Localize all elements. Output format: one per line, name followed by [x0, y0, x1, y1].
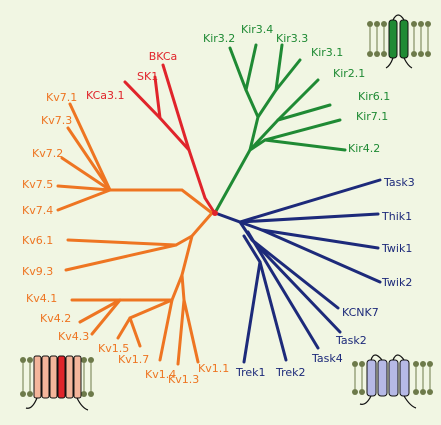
branch — [90, 298, 122, 336]
branch — [56, 184, 112, 192]
leaf-label-kv43: Kv4.3 — [58, 330, 89, 343]
branch — [274, 58, 302, 92]
leaf-label-trek1: Trek1 — [235, 366, 266, 379]
kv-clade — [56, 102, 214, 366]
leaf-label-kir32: Kir3.2 — [203, 32, 235, 45]
branch — [153, 75, 191, 152]
leaf-label-kv74: Kv7.4 — [22, 204, 53, 217]
branch — [238, 220, 380, 250]
leaf-label-kv41: Kv4.1 — [26, 292, 57, 305]
leaf-label-kir21: Kir2.1 — [333, 67, 365, 80]
leaf-label-kir42: Kir4.2 — [348, 142, 380, 155]
leaf-label-bkca: BKCa — [149, 50, 178, 63]
leaf-label-kir71: Kir7.1 — [356, 110, 388, 123]
branch — [250, 238, 342, 334]
branch — [158, 298, 174, 362]
leaf-label-twik2: Twik2 — [381, 276, 412, 289]
branch — [246, 230, 320, 350]
leaf-label-kir33: Kir3.3 — [276, 32, 308, 45]
k2p-labels: Task3 Thik1 Twik1 Twik2 KCNK7 Task2 Task… — [235, 176, 415, 379]
two-transmembrane-channel-icon — [367, 14, 431, 69]
branch — [60, 156, 112, 192]
branch — [66, 211, 214, 247]
leaf-label-kv11: Kv1.1 — [198, 362, 229, 375]
branch — [256, 43, 284, 119]
branch — [214, 46, 260, 213]
leaf-label-kv73: Kv7.3 — [41, 114, 72, 127]
branch — [176, 273, 186, 366]
leaf-label-task2: Task2 — [335, 334, 367, 347]
kir-clade — [214, 43, 347, 213]
branch — [128, 316, 142, 348]
kca-clade — [123, 63, 216, 214]
leaf-label-kv71: Kv7.1 — [46, 91, 77, 104]
branch — [66, 126, 112, 192]
branch — [78, 298, 122, 324]
branch — [161, 63, 216, 214]
leaf-label-kir34: Kir3.4 — [241, 23, 273, 36]
kca-labels: BKCa SK1 KCa3.1 — [86, 50, 177, 102]
branch — [64, 243, 178, 272]
leaf-label-thik1: Thik1 — [381, 210, 412, 223]
leaf-label-kir61: Kir6.1 — [358, 90, 390, 103]
leaf-label-kv72: Kv7.2 — [32, 147, 63, 160]
four-transmembrane-channel-icon — [352, 354, 433, 409]
leaf-label-twik1: Twik1 — [381, 242, 412, 255]
leaf-label-kv13: Kv1.3 — [168, 373, 199, 386]
leaf-label-kv14: Kv1.4 — [145, 368, 176, 381]
leaf-label-task3: Task3 — [383, 176, 415, 189]
leaf-label-task4: Task4 — [311, 352, 343, 365]
leaf-label-kv61: Kv6.1 — [22, 234, 53, 247]
branch — [238, 212, 380, 224]
leaf-label-kir31: Kir3.1 — [311, 46, 343, 59]
branch — [182, 298, 200, 364]
kir-labels: Kir3.2 Kir3.4 Kir3.3 Kir3.1 Kir2.1 Kir6.… — [203, 23, 390, 155]
tree-root — [212, 210, 218, 216]
leaf-label-kcnk7: KCNK7 — [342, 306, 379, 319]
branch — [260, 228, 382, 284]
branch — [263, 138, 347, 152]
leaf-label-kv42: Kv4.2 — [40, 312, 71, 325]
branch — [68, 102, 214, 215]
leaf-label-sk1: SK1 — [137, 70, 158, 83]
branch — [242, 260, 262, 364]
branch — [276, 103, 332, 122]
branch — [244, 43, 258, 92]
k2p-clade — [216, 178, 382, 364]
kv-labels: Kv7.1 Kv7.3 Kv7.2 Kv7.5 Kv7.4 Kv6.1 Kv9.… — [22, 91, 229, 386]
branch — [123, 80, 162, 120]
leaf-label-kca31: KCa3.1 — [86, 89, 125, 102]
leaf-label-kv17: Kv1.7 — [118, 353, 149, 366]
leaf-label-kv93: Kv9.3 — [22, 265, 53, 278]
leaf-label-kv15: Kv1.5 — [98, 342, 129, 355]
six-transmembrane-channel-icon — [20, 355, 94, 411]
branch — [116, 298, 174, 340]
leaf-label-trek2: Trek2 — [275, 366, 306, 379]
branch — [56, 188, 112, 212]
leaf-label-kv75: Kv7.5 — [22, 178, 53, 191]
